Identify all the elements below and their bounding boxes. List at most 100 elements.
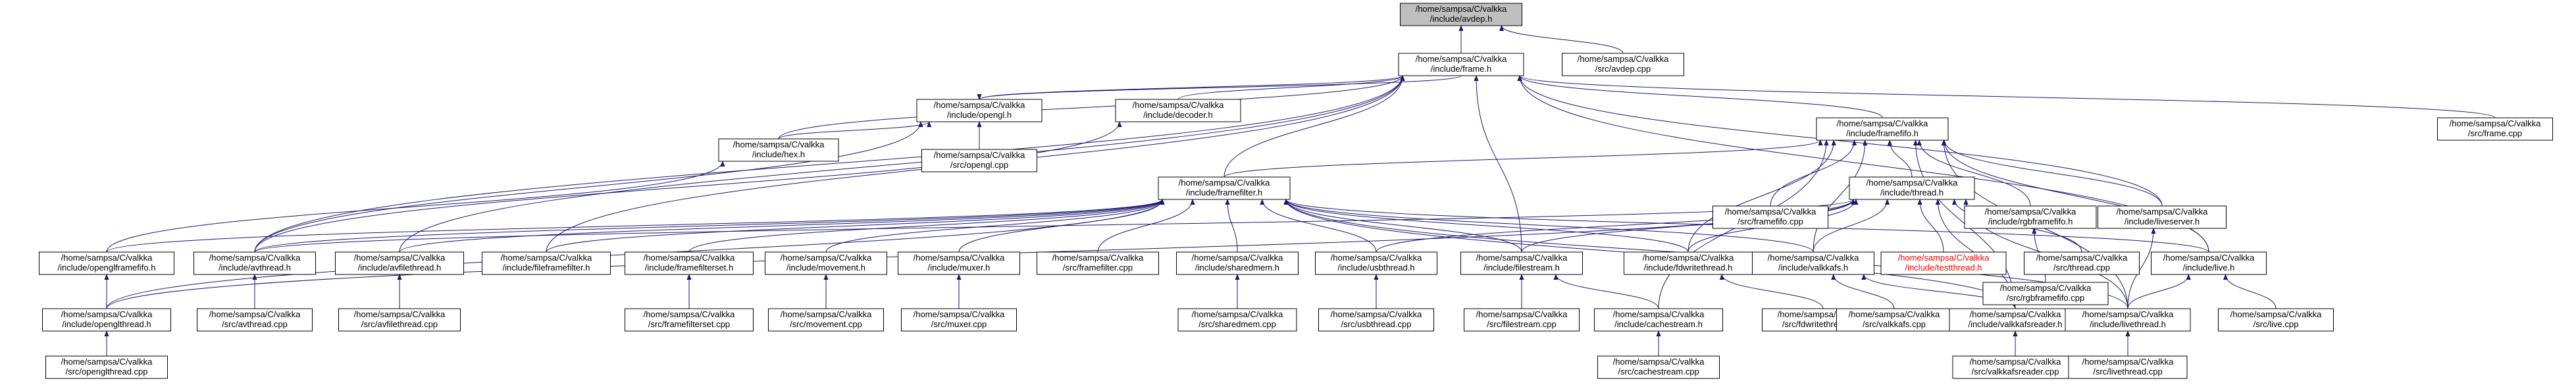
node-box bbox=[1752, 251, 1874, 275]
graph-node[interactable]: /home/sampsa/C/valkka/include/framefilte… bbox=[1158, 176, 1291, 200]
graph-node[interactable]: /home/sampsa/C/valkka/include/movement.h bbox=[765, 251, 887, 275]
node-label-line2: /include/cachestream.h bbox=[1614, 319, 1703, 329]
graph-node[interactable]: /home/sampsa/C/valkka/include/opengl.h bbox=[916, 99, 1043, 122]
graph-node[interactable]: /home/sampsa/C/valkka/include/muxer.h bbox=[898, 251, 1020, 275]
node-label-line1: /home/sampsa/C/valkka bbox=[1179, 178, 1270, 188]
graph-node[interactable]: /home/sampsa/C/valkka/src/muxer.cpp bbox=[901, 308, 1017, 332]
graph-node[interactable]: /home/sampsa/C/valkka/include/testthread… bbox=[1880, 251, 2007, 275]
node-label-line2: /include/hex.h bbox=[752, 149, 805, 159]
node-label-line1: /home/sampsa/C/valkka bbox=[1849, 309, 1940, 319]
graph-node[interactable]: /home/sampsa/C/valkka/src/framefifo.cpp bbox=[1713, 205, 1828, 229]
node-box bbox=[42, 308, 171, 332]
graph-node[interactable]: /home/sampsa/C/valkka/include/avdep.h bbox=[1400, 3, 1522, 26]
node-label-line2: /src/sharedmem.cpp bbox=[1198, 319, 1276, 329]
graph-node[interactable]: /home/sampsa/C/valkka/include/openglfram… bbox=[39, 251, 174, 275]
graph-node[interactable]: /home/sampsa/C/valkka/src/thread.cpp bbox=[2024, 251, 2140, 275]
graph-node[interactable]: /home/sampsa/C/valkka/src/openglthread.c… bbox=[45, 355, 168, 379]
node-label-line1: /home/sampsa/C/valkka bbox=[501, 253, 592, 263]
graph-node[interactable]: /home/sampsa/C/valkka/src/avdep.cpp bbox=[1562, 53, 1684, 76]
graph-node[interactable]: /home/sampsa/C/valkka/include/live.h bbox=[2151, 251, 2267, 275]
node-label-line2: /src/avdep.cpp bbox=[1595, 64, 1651, 74]
graph-node[interactable]: /home/sampsa/C/valkka/src/opengl.cpp bbox=[921, 149, 1037, 172]
graph-node[interactable]: /home/sampsa/C/valkka/src/frame.cpp bbox=[2437, 117, 2553, 141]
node-label-line2: /src/openglthread.cpp bbox=[65, 367, 147, 376]
node-label-line2: /src/opengl.cpp bbox=[950, 160, 1008, 170]
graph-node[interactable]: /home/sampsa/C/valkka/include/decoder.h bbox=[1115, 99, 1241, 122]
node-label-line1: /home/sampsa/C/valkka bbox=[1416, 4, 1507, 14]
dependency-edge bbox=[1224, 140, 1823, 178]
graph-node[interactable]: /home/sampsa/C/valkka/src/filestream.cpp bbox=[1464, 308, 1580, 332]
graph-node[interactable]: /home/sampsa/C/valkka/src/valkkafsreader… bbox=[1952, 355, 2078, 379]
node-label-line2: /include/framefilter.h bbox=[1186, 188, 1262, 197]
node-label-line1: /home/sampsa/C/valkka bbox=[1985, 207, 2076, 217]
node-box bbox=[2437, 117, 2553, 141]
node-label-line1: /home/sampsa/C/valkka bbox=[1970, 357, 2061, 367]
graph-node[interactable]: /home/sampsa/C/valkka/src/avfilethread.c… bbox=[338, 308, 461, 332]
graph-node[interactable]: /home/sampsa/C/valkka/include/filestream… bbox=[1460, 251, 1583, 275]
graph-node[interactable]: /home/sampsa/C/valkka/include/sharedmem.… bbox=[1176, 251, 1299, 275]
dependency-edge bbox=[1553, 274, 1659, 309]
edges-layer bbox=[104, 25, 2496, 356]
dependency-edge bbox=[399, 199, 1165, 253]
node-label-line1: /home/sampsa/C/valkka bbox=[1768, 253, 1859, 263]
node-label-line1: /home/sampsa/C/valkka bbox=[1613, 309, 1705, 319]
graph-node[interactable]: /home/sampsa/C/valkka/include/cachestrea… bbox=[1594, 308, 1723, 332]
graph-node[interactable]: /home/sampsa/C/valkka/src/sharedmem.cpp bbox=[1177, 308, 1297, 332]
node-label-line1: /home/sampsa/C/valkka bbox=[934, 150, 1025, 160]
graph-node[interactable]: /home/sampsa/C/valkka/src/cachestream.cp… bbox=[1597, 355, 1720, 379]
node-box bbox=[1176, 251, 1299, 275]
node-label-line1: /home/sampsa/C/valkka bbox=[1898, 253, 1990, 263]
node-box bbox=[197, 308, 313, 332]
node-label-line2: /include/filestream.h bbox=[1483, 263, 1560, 272]
graph-node[interactable]: /home/sampsa/C/valkka/include/openglthre… bbox=[42, 308, 171, 332]
graph-node[interactable]: /home/sampsa/C/valkka/include/fdwritethr… bbox=[1624, 251, 1753, 275]
node-label-line2: /src/muxer.cpp bbox=[931, 319, 987, 329]
graph-node[interactable]: /home/sampsa/C/valkka/include/livethread… bbox=[2065, 308, 2191, 332]
dependency-edge bbox=[1224, 75, 1405, 178]
graph-node[interactable]: /home/sampsa/C/valkka/include/valkkafs.h bbox=[1752, 251, 1874, 275]
graph-node[interactable]: /home/sampsa/C/valkka/include/framefilte… bbox=[625, 251, 754, 275]
node-label-line2: /include/fileframefilter.h bbox=[503, 263, 590, 272]
graph-node[interactable]: /home/sampsa/C/valkka/include/frame.h bbox=[1398, 53, 1524, 76]
graph-node[interactable]: /home/sampsa/C/valkka/include/usbthread.… bbox=[1315, 251, 1437, 275]
graph-node[interactable]: /home/sampsa/C/valkka/include/avfilethre… bbox=[335, 251, 464, 275]
graph-node[interactable]: /home/sampsa/C/valkka/include/thread.h bbox=[1849, 176, 1975, 200]
dependency-edge bbox=[254, 75, 1405, 253]
node-label-line2: /src/framefilterset.cpp bbox=[648, 319, 730, 329]
dependency-edge bbox=[1177, 75, 1405, 100]
graph-node[interactable]: /home/sampsa/C/valkka/include/hex.h bbox=[718, 138, 839, 162]
dependency-edge bbox=[825, 199, 1165, 253]
node-label-line1: /home/sampsa/C/valkka bbox=[1052, 253, 1144, 263]
node-box bbox=[1982, 282, 2109, 305]
graph-node[interactable]: /home/sampsa/C/valkka/src/movement.cpp bbox=[768, 308, 884, 332]
node-label-line1: /home/sampsa/C/valkka bbox=[209, 309, 301, 319]
dependency-edge bbox=[1942, 140, 2209, 253]
node-label-line1: /home/sampsa/C/valkka bbox=[1331, 309, 1422, 319]
dependency-edge bbox=[1517, 75, 1883, 118]
node-box bbox=[193, 251, 316, 275]
node-label-line1: /home/sampsa/C/valkka bbox=[1725, 207, 1816, 217]
graph-node[interactable]: /home/sampsa/C/valkka/src/framefilterset… bbox=[625, 308, 754, 332]
graph-node[interactable]: /home/sampsa/C/valkka/src/rgbframefifo.c… bbox=[1982, 282, 2109, 305]
dependency-edge bbox=[2223, 274, 2277, 309]
node-label-line2: /include/muxer.h bbox=[928, 263, 991, 272]
node-label-line1: /home/sampsa/C/valkka bbox=[1970, 309, 2061, 319]
graph-node[interactable]: /home/sampsa/C/valkka/src/framefilter.cp… bbox=[1037, 251, 1159, 275]
graph-node[interactable]: /home/sampsa/C/valkka/src/usbthread.cpp bbox=[1318, 308, 1434, 332]
graph-node[interactable]: /home/sampsa/C/valkka/src/avthread.cpp bbox=[197, 308, 313, 332]
dependency-edge bbox=[1813, 140, 1868, 253]
dependency-edge bbox=[106, 161, 725, 253]
node-label-line1: /home/sampsa/C/valkka bbox=[934, 100, 1025, 110]
graph-node[interactable]: /home/sampsa/C/valkka/include/fileframef… bbox=[482, 251, 611, 275]
graph-node[interactable]: /home/sampsa/C/valkka/include/framefifo.… bbox=[1816, 117, 1949, 141]
node-box bbox=[1816, 117, 1949, 141]
graph-node[interactable]: /home/sampsa/C/valkka/include/avthread.h bbox=[193, 251, 316, 275]
graph-node[interactable]: /home/sampsa/C/valkka/src/valkkafs.cpp bbox=[1836, 308, 1952, 332]
graph-node[interactable]: /home/sampsa/C/valkka/src/livethread.cpp bbox=[2068, 355, 2188, 379]
graph-node[interactable]: /home/sampsa/C/valkka/include/liveserver… bbox=[2098, 205, 2227, 229]
node-label-line1: /home/sampsa/C/valkka bbox=[644, 309, 735, 319]
graph-node[interactable]: /home/sampsa/C/valkka/include/valkkafsre… bbox=[1949, 308, 2082, 332]
dependency-edge bbox=[2127, 274, 2191, 309]
graph-node[interactable]: /home/sampsa/C/valkka/src/live.cpp bbox=[2218, 308, 2334, 332]
graph-node[interactable]: /home/sampsa/C/valkka/include/rgbframefi… bbox=[1964, 205, 2097, 229]
